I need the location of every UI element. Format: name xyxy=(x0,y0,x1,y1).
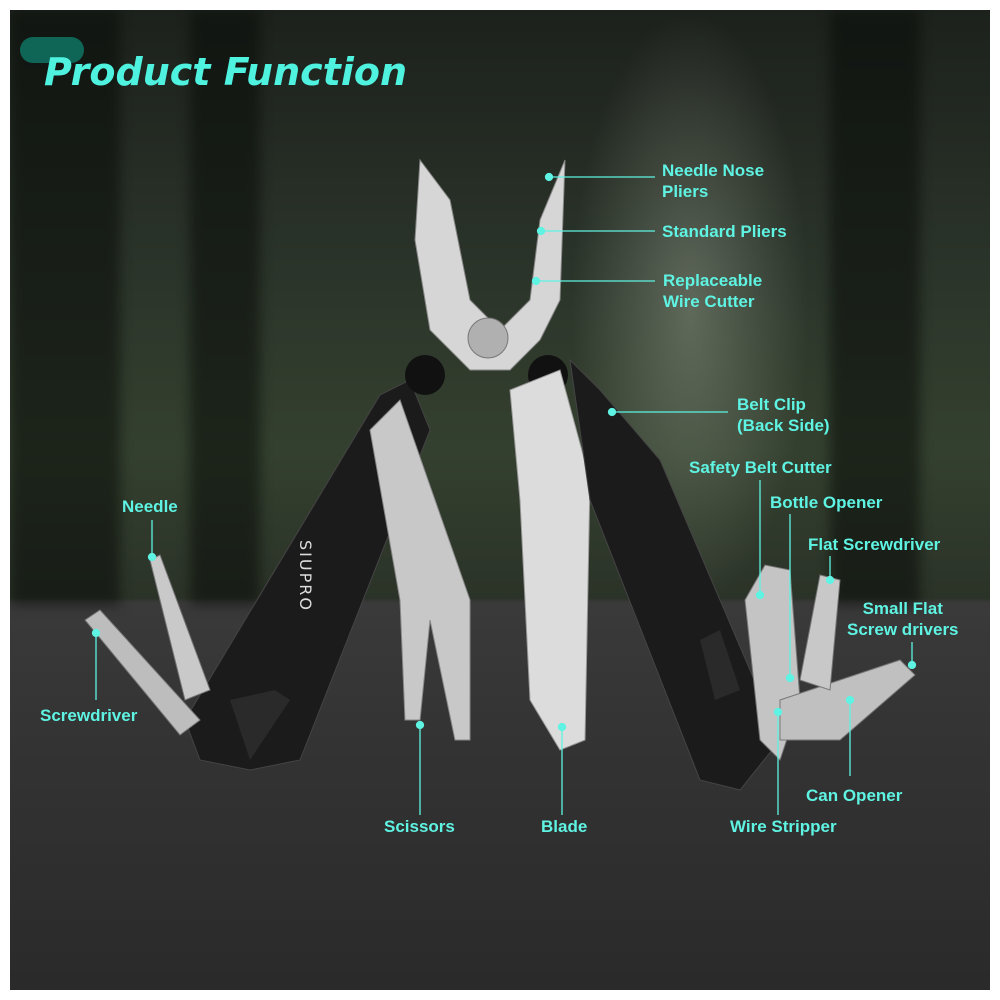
tree xyxy=(10,10,120,605)
label-scissors: Scissors xyxy=(384,817,455,836)
label-line: (Back Side) xyxy=(737,416,830,435)
label-screwdriver: Screwdriver xyxy=(40,706,138,725)
needle-tool xyxy=(149,554,211,701)
left-pivot-screw xyxy=(405,355,445,395)
label-standard-pliers: Standard Pliers xyxy=(662,222,787,241)
label-line: Needle Nose xyxy=(662,161,765,180)
title-accent-pill xyxy=(20,37,84,63)
label-line: Belt Clip xyxy=(737,395,806,414)
tree xyxy=(830,10,920,605)
background xyxy=(10,10,990,990)
label-line: Screw drivers xyxy=(847,620,959,639)
label-wire-stripper: Wire Stripper xyxy=(730,817,837,836)
label-line: Small Flat xyxy=(862,599,943,618)
label-belt-clip: Belt Clip (Back Side) xyxy=(737,394,830,436)
brand-logo: SIUPRO xyxy=(296,540,315,612)
page-title: Product Function xyxy=(44,50,408,94)
tree xyxy=(190,10,260,605)
label-bottle-opener: Bottle Opener xyxy=(770,493,883,512)
label-flat-screwdriver: Flat Screwdriver xyxy=(808,535,941,554)
pivot-icon xyxy=(467,317,509,359)
pliers-head xyxy=(414,158,566,371)
label-safety-belt-cutter: Safety Belt Cutter xyxy=(689,458,832,477)
screwdriver-tool xyxy=(84,609,201,736)
left-handle-slot xyxy=(230,690,290,760)
label-line: Wire Cutter xyxy=(663,292,755,311)
label-blade: Blade xyxy=(541,817,588,836)
right-handle-slot xyxy=(700,630,740,700)
flat-screwdriver-tool xyxy=(799,574,841,691)
blade-tool xyxy=(509,369,591,751)
label-line: Replaceable xyxy=(663,271,763,290)
label-needle: Needle xyxy=(122,497,178,516)
scissors-tool xyxy=(369,399,471,741)
leader-lines xyxy=(91,172,917,815)
label-line: Pliers xyxy=(662,182,709,201)
label-can-opener: Can Opener xyxy=(806,786,903,805)
